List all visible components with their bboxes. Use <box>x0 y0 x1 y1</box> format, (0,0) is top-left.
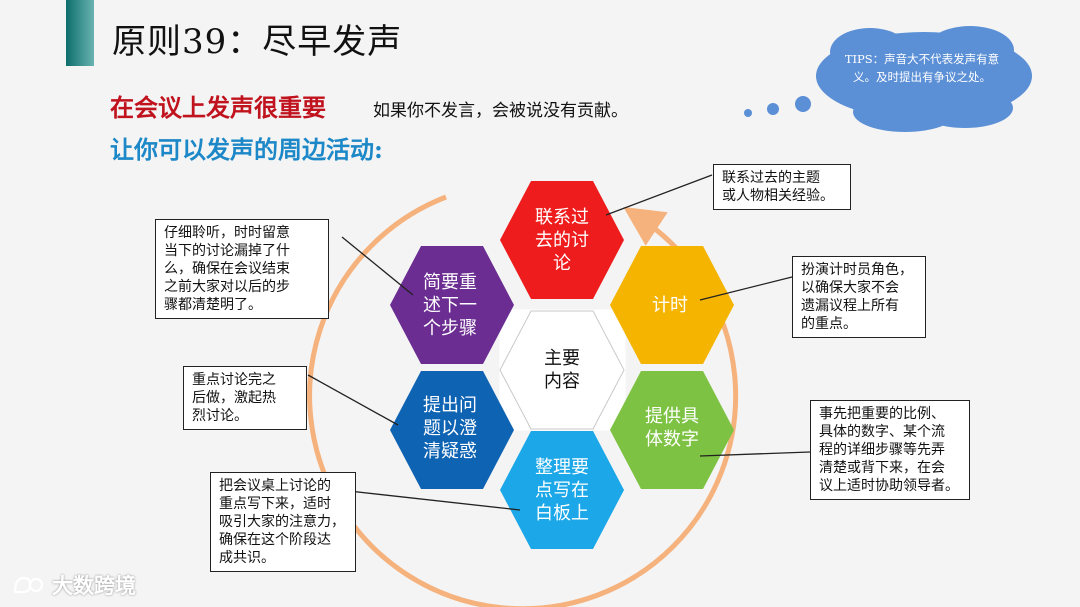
connector-timing <box>699 276 793 301</box>
hex-center-label: 主要 内容 <box>544 348 580 392</box>
hex-top-label: 联系过 去的讨 论 <box>535 206 589 274</box>
callout-questions: 重点讨论完之 后做，激起热 烈讨论。 <box>183 366 307 430</box>
hex-upper-right-shape <box>610 246 734 364</box>
hex-upper-right-label: 计时 <box>652 294 688 316</box>
hex-upper-left-shape <box>390 246 514 364</box>
callout-whiteboard: 把会议桌上讨论的 重点写下来，适时 吸引大家的注意力， 确保在这个阶段达 成共识… <box>210 472 356 572</box>
connector-whiteboard <box>339 489 521 511</box>
brand-watermark: 大数跨境 <box>12 570 136 600</box>
hex-lower-left-label: 提出问 题以澄 清疑惑 <box>423 394 477 462</box>
callout-timekeeper: 扮演计时员角色， 以确保大家不会 遗漏议程上所有 的重点。 <box>792 256 926 338</box>
hex-top-shape <box>500 181 624 299</box>
cycle-ring-arrow <box>307 194 739 607</box>
connector-questions <box>307 374 399 426</box>
subtitle-activities: 让你可以发声的周边活动: <box>110 135 383 164</box>
hex-lower-left-shape <box>390 371 514 489</box>
title-accent-bar <box>66 0 94 66</box>
brand-logo-icon <box>13 576 44 594</box>
subtitle-importance: 在会议上发声很重要 <box>110 93 326 122</box>
hex-lower-right-label: 提供具 体数字 <box>645 406 699 450</box>
connector-recap <box>341 236 414 296</box>
hex-upper-left-label: 简要重 述下一 个步骤 <box>423 271 477 339</box>
hex-center-shape <box>499 310 625 430</box>
hex-bottom-label: 整理要 点写在 白板上 <box>535 456 589 524</box>
slide-title: 原则39：尽早发声 <box>112 22 403 62</box>
callout-numbers: 事先把重要的比例、 具体的数字、某个流 程的详细步骤等先弄 清楚或背下来，在会 … <box>810 400 970 500</box>
brand-name: 大数跨境 <box>52 574 136 598</box>
hex-lower-right-shape <box>610 371 734 489</box>
tip-text: TIPS：声音大不代表发声有意义。及时提出有争议之处。 <box>844 52 1000 84</box>
subtitle-note: 如果你不发言，会被说没有贡献。 <box>373 101 628 121</box>
tip-cloud <box>744 26 1032 132</box>
connector-top <box>605 174 713 216</box>
hex-bottom-shape <box>500 431 624 549</box>
callout-recap: 仔细聆听，时时留意 当下的讨论漏掉了什 么，确保在会议结束 之前大家对以后的步 … <box>155 219 329 319</box>
callout-past-topics: 联系过去的主题 或人物相关经验。 <box>713 164 851 210</box>
connector-numbers <box>699 451 811 457</box>
